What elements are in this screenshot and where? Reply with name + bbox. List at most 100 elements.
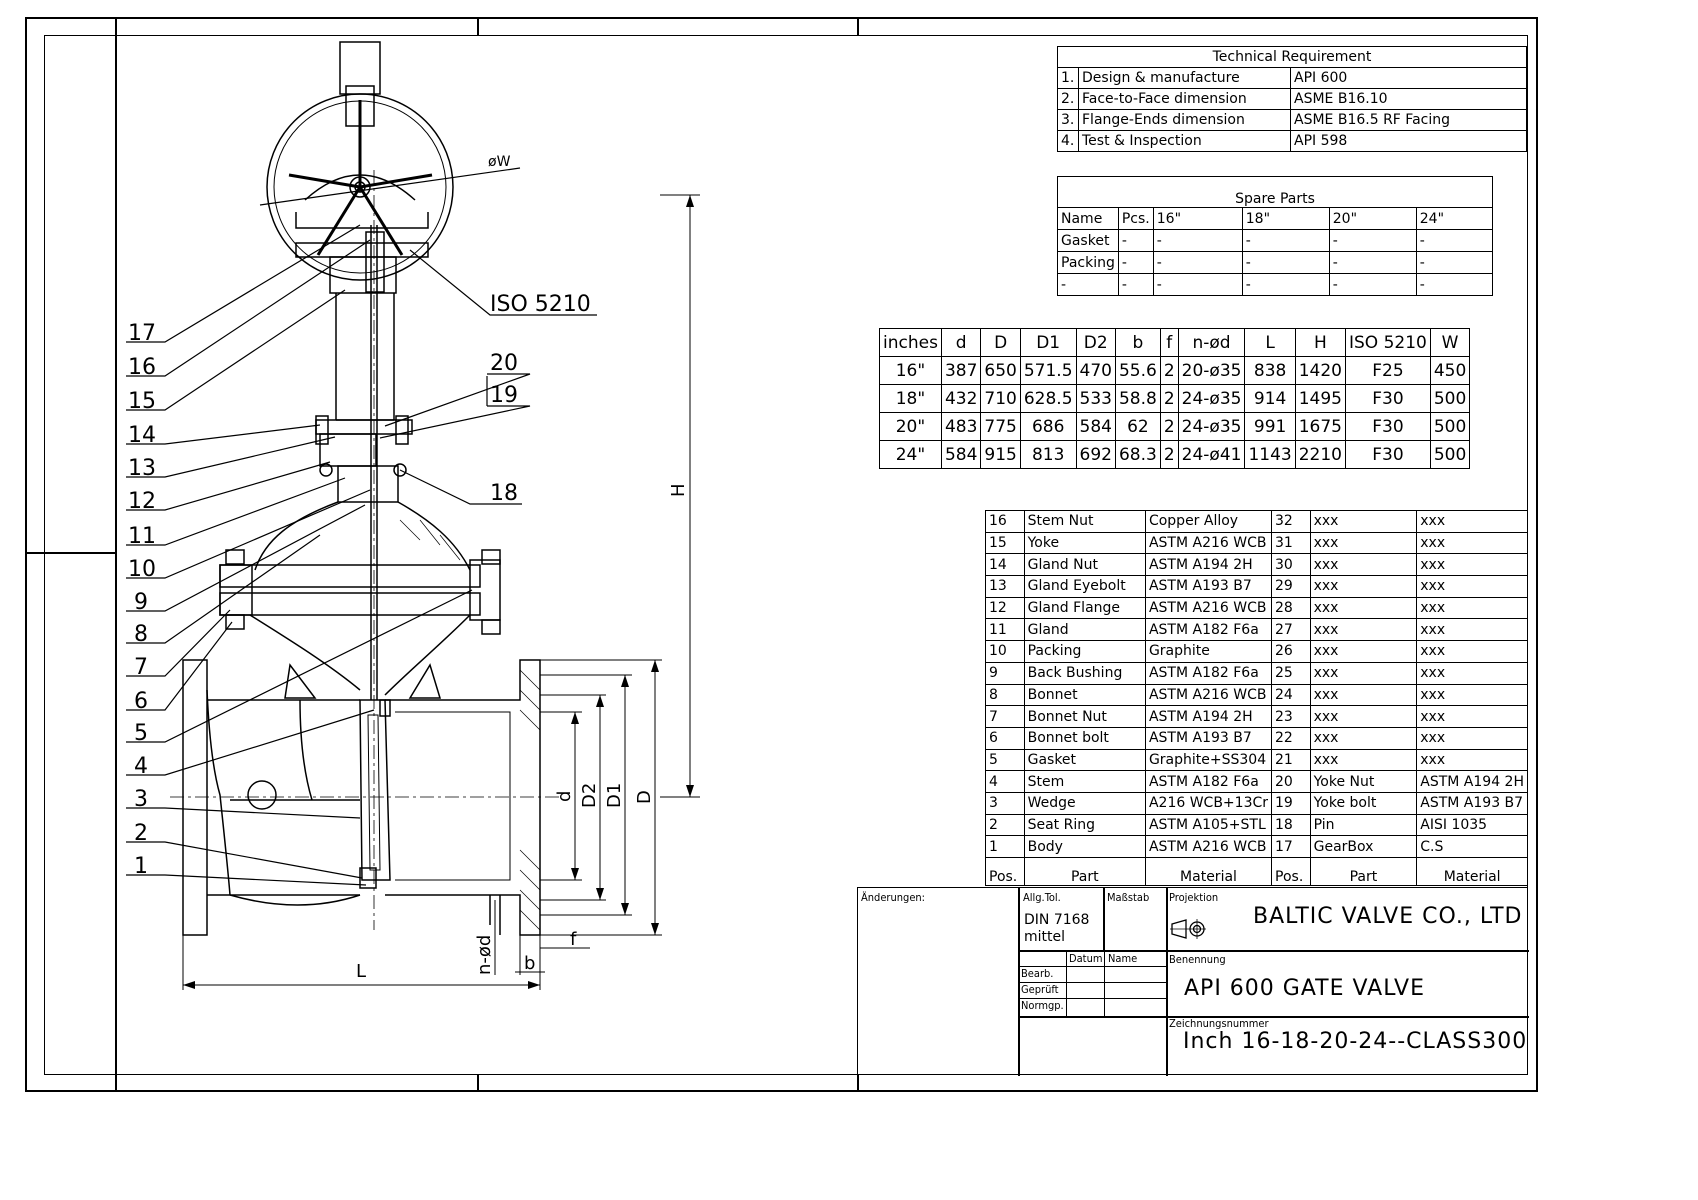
- parts-cell: xxx: [1416, 575, 1528, 598]
- dims-header-cell: d: [940, 328, 982, 357]
- dims-cell: 991: [1244, 412, 1296, 441]
- parts-cell: xxx: [1309, 748, 1418, 772]
- parts-header-cell: Pos.: [1271, 857, 1311, 886]
- parts-cell: xxx: [1416, 661, 1528, 685]
- dims-cell: 2210: [1294, 440, 1347, 469]
- tolerance-label: Allg.Tol.: [1023, 891, 1061, 904]
- dims-cell: 710: [980, 384, 1021, 413]
- dims-cell: 500: [1429, 440, 1471, 469]
- checked-label: Geprüft: [1021, 983, 1059, 996]
- designation-label: Benennung: [1169, 953, 1226, 966]
- dims-cell: 813: [1019, 440, 1077, 469]
- dims-cell: 470: [1075, 356, 1116, 385]
- callout-16: 16: [128, 355, 156, 380]
- dim-d2-label: D2: [579, 783, 600, 808]
- parts-cell: Graphite: [1144, 640, 1273, 663]
- parts-cell: Packing: [1023, 640, 1146, 663]
- dims-cell: F25: [1345, 356, 1431, 385]
- dims-header-cell: ISO 5210: [1345, 328, 1431, 357]
- callout-19: 19: [490, 383, 518, 408]
- tech-num: 1.: [1057, 67, 1079, 89]
- parts-header-cell: Material: [1416, 857, 1528, 886]
- parts-cell: 11: [985, 618, 1025, 642]
- dims-cell: 387: [940, 356, 982, 385]
- gate-valve-drawing: 17 16 15 14 13 12 11 10 9 8 7 6 5 4 3 2 …: [126, 41, 700, 990]
- parts-cell: 8: [985, 683, 1025, 707]
- tech-std: API 598: [1290, 130, 1527, 152]
- parts-cell: xxx: [1309, 596, 1418, 620]
- parts-cell: 24: [1271, 683, 1311, 707]
- callout-11: 11: [128, 524, 156, 549]
- dims-header-cell: b: [1114, 328, 1161, 357]
- callout-1: 1: [134, 854, 148, 879]
- parts-cell: xxx: [1309, 705, 1418, 728]
- scale-label: Maßstab: [1107, 891, 1150, 904]
- spare-header: Pcs.: [1117, 207, 1154, 230]
- parts-cell: 2: [985, 813, 1025, 837]
- parts-cell: 5: [985, 748, 1025, 772]
- parts-cell: 23: [1271, 705, 1311, 728]
- dims-cell: 584: [1075, 412, 1116, 441]
- parts-cell: 15: [985, 531, 1025, 555]
- parts-cell: ASTM A182 F6a: [1144, 661, 1273, 685]
- zone-mark: [115, 17, 117, 1092]
- spare-cell: -: [1328, 251, 1417, 274]
- spare-cell: -: [1241, 251, 1330, 274]
- parts-cell: 6: [985, 726, 1025, 750]
- callout-20: 20: [490, 351, 518, 376]
- parts-cell: 3: [985, 791, 1025, 815]
- tech-std: API 600: [1290, 67, 1527, 89]
- dims-cell: 692: [1075, 440, 1116, 469]
- parts-cell: 1: [985, 835, 1025, 858]
- zone-mark: [477, 1075, 479, 1092]
- iso-5210-label: ISO 5210: [490, 292, 591, 317]
- parts-cell: 13: [985, 575, 1025, 598]
- spare-title: Spare Parts: [1057, 176, 1493, 208]
- parts-cell: ASTM A105+STL: [1144, 813, 1273, 837]
- parts-cell: xxx: [1416, 531, 1528, 555]
- dim-h-label: H: [668, 483, 689, 497]
- dims-cell: 650: [980, 356, 1021, 385]
- dims-cell: 686: [1019, 412, 1077, 441]
- dim-f-label: f: [570, 929, 577, 950]
- dims-cell: 1495: [1294, 384, 1347, 413]
- parts-cell: ASTM A182 F6a: [1144, 770, 1273, 793]
- parts-cell: xxx: [1309, 510, 1418, 533]
- parts-cell: xxx: [1416, 618, 1528, 642]
- tech-item: Design & manufacture: [1078, 67, 1291, 89]
- dims-cell: 68.3: [1114, 440, 1161, 469]
- parts-cell: 29: [1271, 575, 1311, 598]
- dims-cell: 914: [1244, 384, 1296, 413]
- dims-cell: 1675: [1294, 412, 1347, 441]
- callout-6: 6: [134, 689, 148, 714]
- parts-cell: 27: [1271, 618, 1311, 642]
- parts-cell: ASTM A193 B7: [1416, 791, 1528, 815]
- tech-num: 3.: [1057, 109, 1079, 131]
- parts-cell: Gland: [1023, 618, 1146, 642]
- parts-cell: ASTM A193 B7: [1144, 726, 1273, 750]
- dims-cell: 2: [1159, 356, 1179, 385]
- parts-cell: ASTM A194 2H: [1144, 705, 1273, 728]
- dim-d-label: d: [554, 791, 575, 802]
- parts-cell: Stem: [1023, 770, 1146, 793]
- spare-cell: -: [1241, 229, 1330, 252]
- dims-cell: 584: [940, 440, 982, 469]
- dims-header-cell: H: [1294, 328, 1347, 357]
- parts-cell: 9: [985, 661, 1025, 685]
- parts-cell: 14: [985, 553, 1025, 577]
- spare-header: 18": [1241, 207, 1330, 230]
- tech-item: Face-to-Face dimension: [1078, 88, 1291, 110]
- dims-cell: 58.8: [1114, 384, 1161, 413]
- dims-header-cell: L: [1244, 328, 1296, 357]
- tolerance-standard: DIN 7168: [1024, 912, 1090, 928]
- drawn-label: Bearb.: [1021, 967, 1054, 980]
- parts-cell: Bonnet Nut: [1023, 705, 1146, 728]
